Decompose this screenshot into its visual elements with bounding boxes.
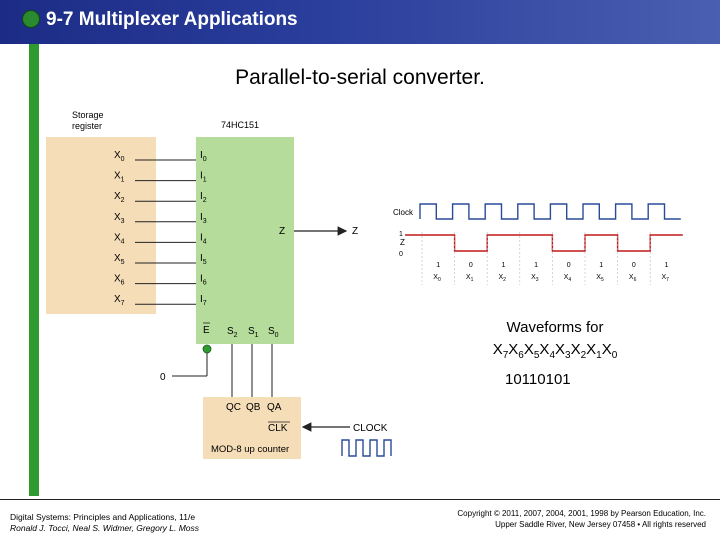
counter-qc: QC	[226, 402, 241, 413]
caption-term: X1	[586, 341, 602, 361]
wf-level-zero: 0	[399, 251, 403, 258]
wf-bit-value: 0	[469, 262, 473, 269]
i2-label: I2	[200, 191, 207, 204]
wf-bit-label: X3	[531, 274, 539, 283]
caption-term: X6	[508, 341, 524, 361]
x0-label: X0	[114, 150, 125, 163]
z-waveform	[405, 234, 683, 252]
i7-label: I7	[200, 294, 207, 307]
z-inside-label: Z	[279, 226, 285, 237]
caption-term: X7	[492, 341, 509, 361]
waveform-ticks: 1X0 0X1 1X2 1X3 0X4 1X5 0X6 1X7	[421, 232, 670, 285]
wf-bit-label: X7	[662, 274, 670, 283]
chip-label: 74HC151	[221, 120, 259, 130]
i6-label: I6	[200, 274, 207, 287]
x1-label: X1	[114, 171, 125, 184]
s1-label: S1	[248, 326, 259, 339]
x7-label: X7	[114, 294, 125, 307]
enable-label: E	[203, 325, 210, 336]
footer-publisher: Upper Saddle River, New Jersey 07458 • A…	[495, 520, 706, 529]
wf-bit-value: 1	[599, 262, 603, 269]
x2-label: X2	[114, 191, 125, 204]
storage-label-line1: Storage	[72, 110, 104, 120]
caption-sequence: X7X6X5X4X3X2X1X0	[470, 339, 640, 367]
wf-bit-value: 1	[665, 262, 669, 269]
slide-header: 9-7 Multiplexer Applications	[0, 0, 720, 44]
bit-sequence: 10110101	[505, 371, 571, 388]
counter-clk: CLK	[268, 423, 288, 434]
caption-term: X3	[555, 341, 571, 361]
wf-bit-label: X4	[564, 274, 572, 283]
accent-bar	[29, 44, 39, 496]
wf-z-label: Z	[400, 238, 405, 247]
i4-label: I4	[200, 232, 207, 245]
clock-label: CLOCK	[353, 423, 388, 434]
wf-bit-value: 0	[567, 262, 571, 269]
wf-bit-label: X1	[466, 274, 474, 283]
select-labels: S2 S1 S0	[227, 326, 279, 339]
slide-subtitle: Parallel-to-serial converter.	[235, 66, 485, 89]
slide-title: 9-7 Multiplexer Applications	[46, 9, 298, 30]
clock-pulse-icon	[341, 439, 392, 457]
wf-bit-label: X5	[596, 274, 604, 283]
s0-label: S0	[268, 326, 279, 339]
footer-book-title: Digital Systems: Principles and Applicat…	[10, 512, 196, 522]
caption-term: X4	[539, 341, 555, 361]
wf-bit-label: X0	[433, 274, 441, 283]
counter-name: MOD-8 up counter	[211, 444, 289, 455]
counter-qa: QA	[267, 402, 282, 413]
i3-label: I3	[200, 212, 207, 225]
z-outside-label: Z	[352, 226, 358, 237]
i1-label: I1	[200, 171, 207, 184]
x4-label: X4	[114, 232, 125, 245]
footer-left: Digital Systems: Principles and Applicat…	[10, 512, 199, 534]
footer-authors: Ronald J. Tocci, Neal S. Widmer, Gregory…	[10, 523, 200, 533]
wf-bit-value: 0	[632, 262, 636, 269]
enable-bubble	[202, 344, 212, 354]
footer-divider	[0, 499, 720, 500]
s2-label: S2	[227, 326, 238, 339]
wf-bit-label: X6	[629, 274, 637, 283]
clock-waveform	[419, 203, 681, 220]
wf-bit-value: 1	[534, 262, 538, 269]
footer-copyright: Copyright © 2011, 2007, 2004, 2001, 1998…	[457, 509, 706, 518]
mux-chip	[196, 137, 294, 344]
wf-bit-value: 1	[502, 262, 506, 269]
wf-clock-label: Clock	[393, 208, 414, 217]
i0-label: I0	[200, 150, 207, 163]
caption-line1: Waveforms for	[506, 319, 604, 336]
storage-register	[46, 137, 156, 314]
bullet-icon	[22, 10, 40, 28]
counter-block	[203, 397, 301, 459]
counter-qb: QB	[246, 402, 261, 413]
wf-level-one: 1	[399, 231, 403, 238]
caption-term: X2	[570, 341, 587, 361]
storage-label-line2: register	[72, 121, 102, 131]
wf-bit-label: X2	[499, 274, 507, 283]
x3-label: X3	[114, 212, 125, 225]
zero-label: 0	[160, 372, 166, 383]
i5-label: I5	[200, 253, 207, 266]
caption-term: X0	[601, 341, 618, 361]
wf-bit-value: 1	[436, 262, 440, 269]
x6-label: X6	[114, 274, 125, 287]
caption-term: X5	[523, 341, 540, 361]
x5-label: X5	[114, 253, 125, 266]
waveform-caption: Waveforms for X7X6X5X4X3X2X1X0	[470, 317, 640, 367]
footer-right: Copyright © 2011, 2007, 2004, 2001, 1998…	[457, 508, 706, 530]
